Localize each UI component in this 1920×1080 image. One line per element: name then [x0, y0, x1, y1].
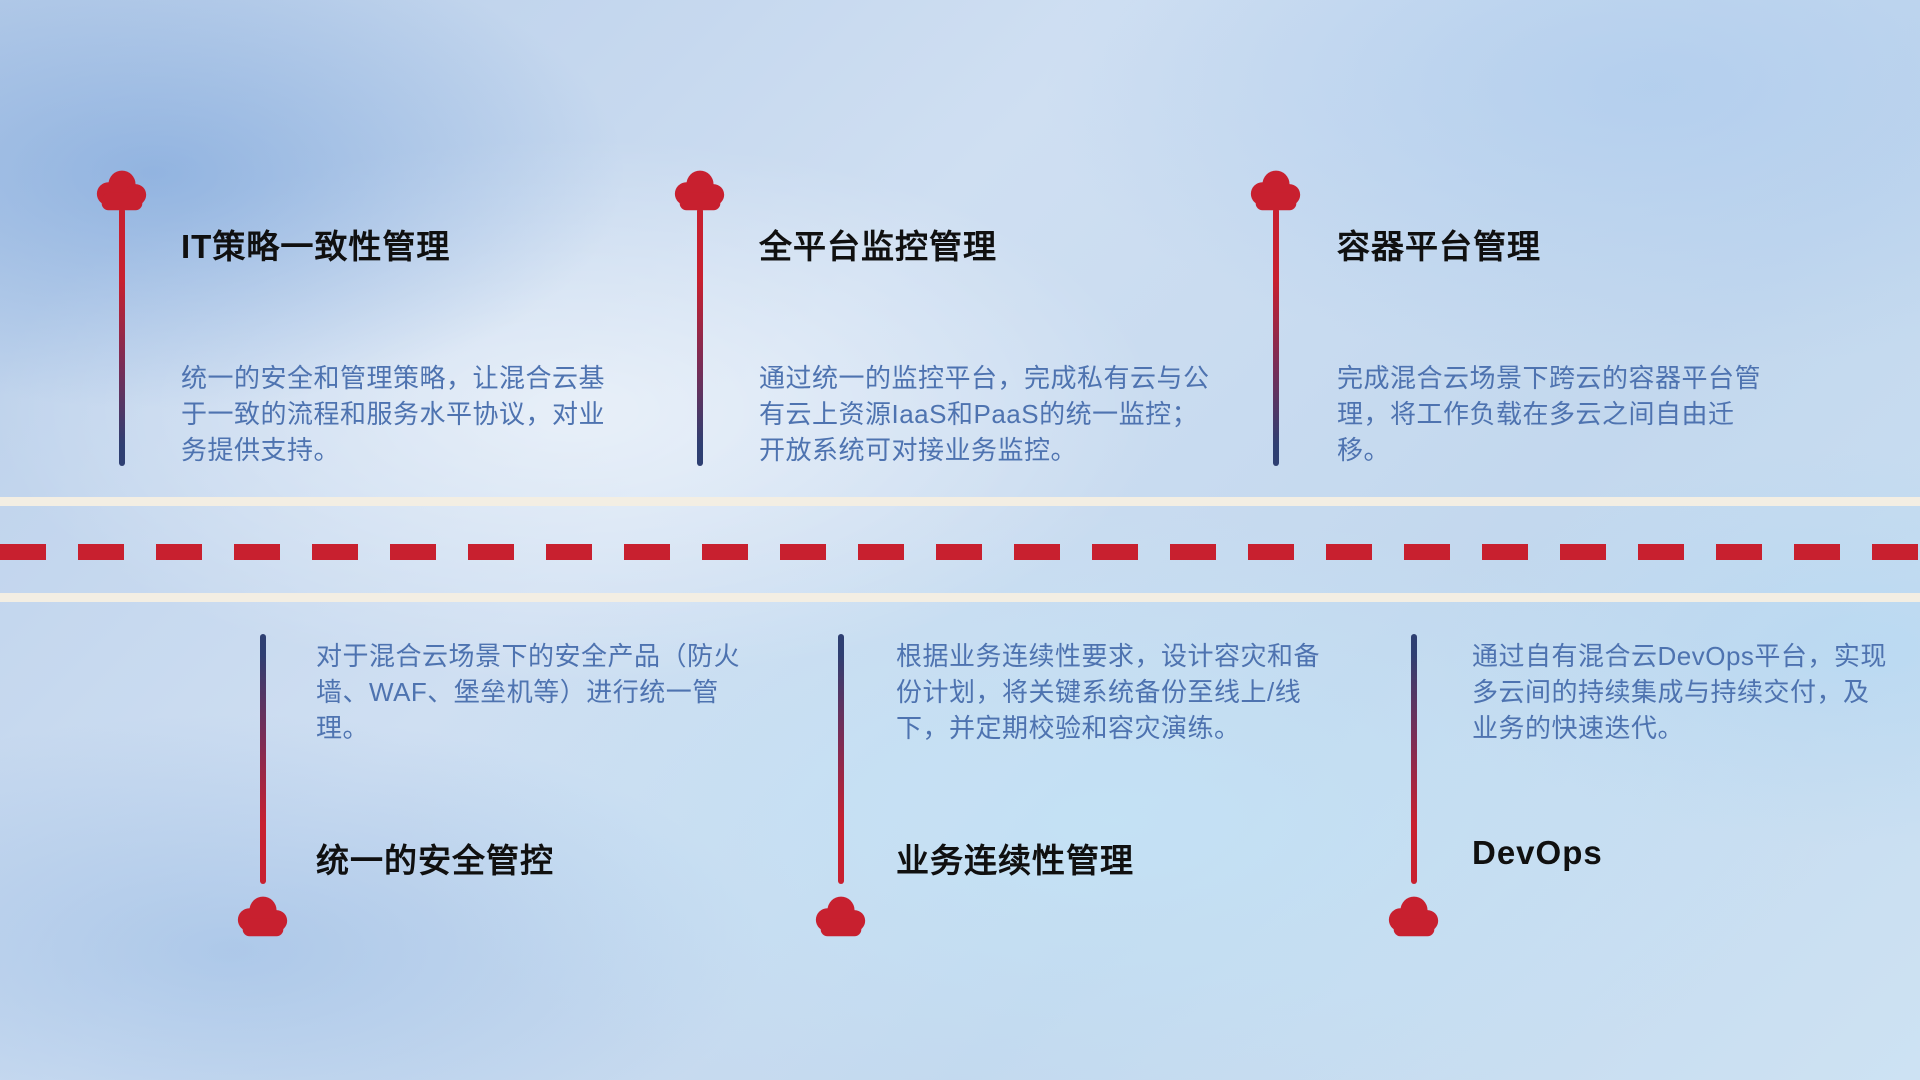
item-title: 全平台监控管理 — [759, 228, 997, 265]
cloud-icon — [671, 167, 729, 211]
connector-line — [1411, 634, 1417, 884]
connector-line — [838, 634, 844, 884]
connector-line — [697, 208, 703, 466]
road-top-line — [0, 497, 1920, 506]
item-description: 统一的安全和管理策略，让混合云基于一致的流程和服务水平协议，对业务提供支持。 — [181, 363, 606, 465]
cloud-icon — [812, 893, 870, 937]
cloud-icon — [93, 167, 151, 211]
item-description: 通过统一的监控平台，完成私有云与公有云上资源IaaS和PaaS的统一监控；开放系… — [759, 363, 1210, 465]
cloud-icon — [234, 893, 292, 937]
item-title: 统一的安全管控 — [316, 842, 554, 879]
item-title: 容器平台管理 — [1337, 228, 1541, 265]
item-description: 通过自有混合云DevOps平台，实现多云间的持续集成与持续交付，及业务的快速迭代… — [1472, 641, 1887, 743]
road-dashed-line — [0, 544, 1920, 560]
connector-line — [119, 208, 125, 466]
item-title: IT策略一致性管理 — [181, 228, 451, 265]
item-description: 对于混合云场景下的安全产品（防火墙、WAF、堡垒机等）进行统一管理。 — [316, 641, 741, 743]
road-bottom-line — [0, 593, 1920, 602]
cloud-icon — [1247, 167, 1305, 211]
item-description: 完成混合云场景下跨云的容器平台管理，将工作负载在多云之间自由迁移。 — [1337, 363, 1762, 465]
connector-line — [260, 634, 266, 884]
connector-line — [1273, 208, 1279, 466]
item-description: 根据业务连续性要求，设计容灾和备份计划，将关键系统备份至线上/线下，并定期校验和… — [896, 641, 1321, 743]
cloud-icon — [1385, 893, 1443, 937]
item-title: 业务连续性管理 — [896, 842, 1134, 879]
item-title: DevOps — [1472, 834, 1603, 871]
